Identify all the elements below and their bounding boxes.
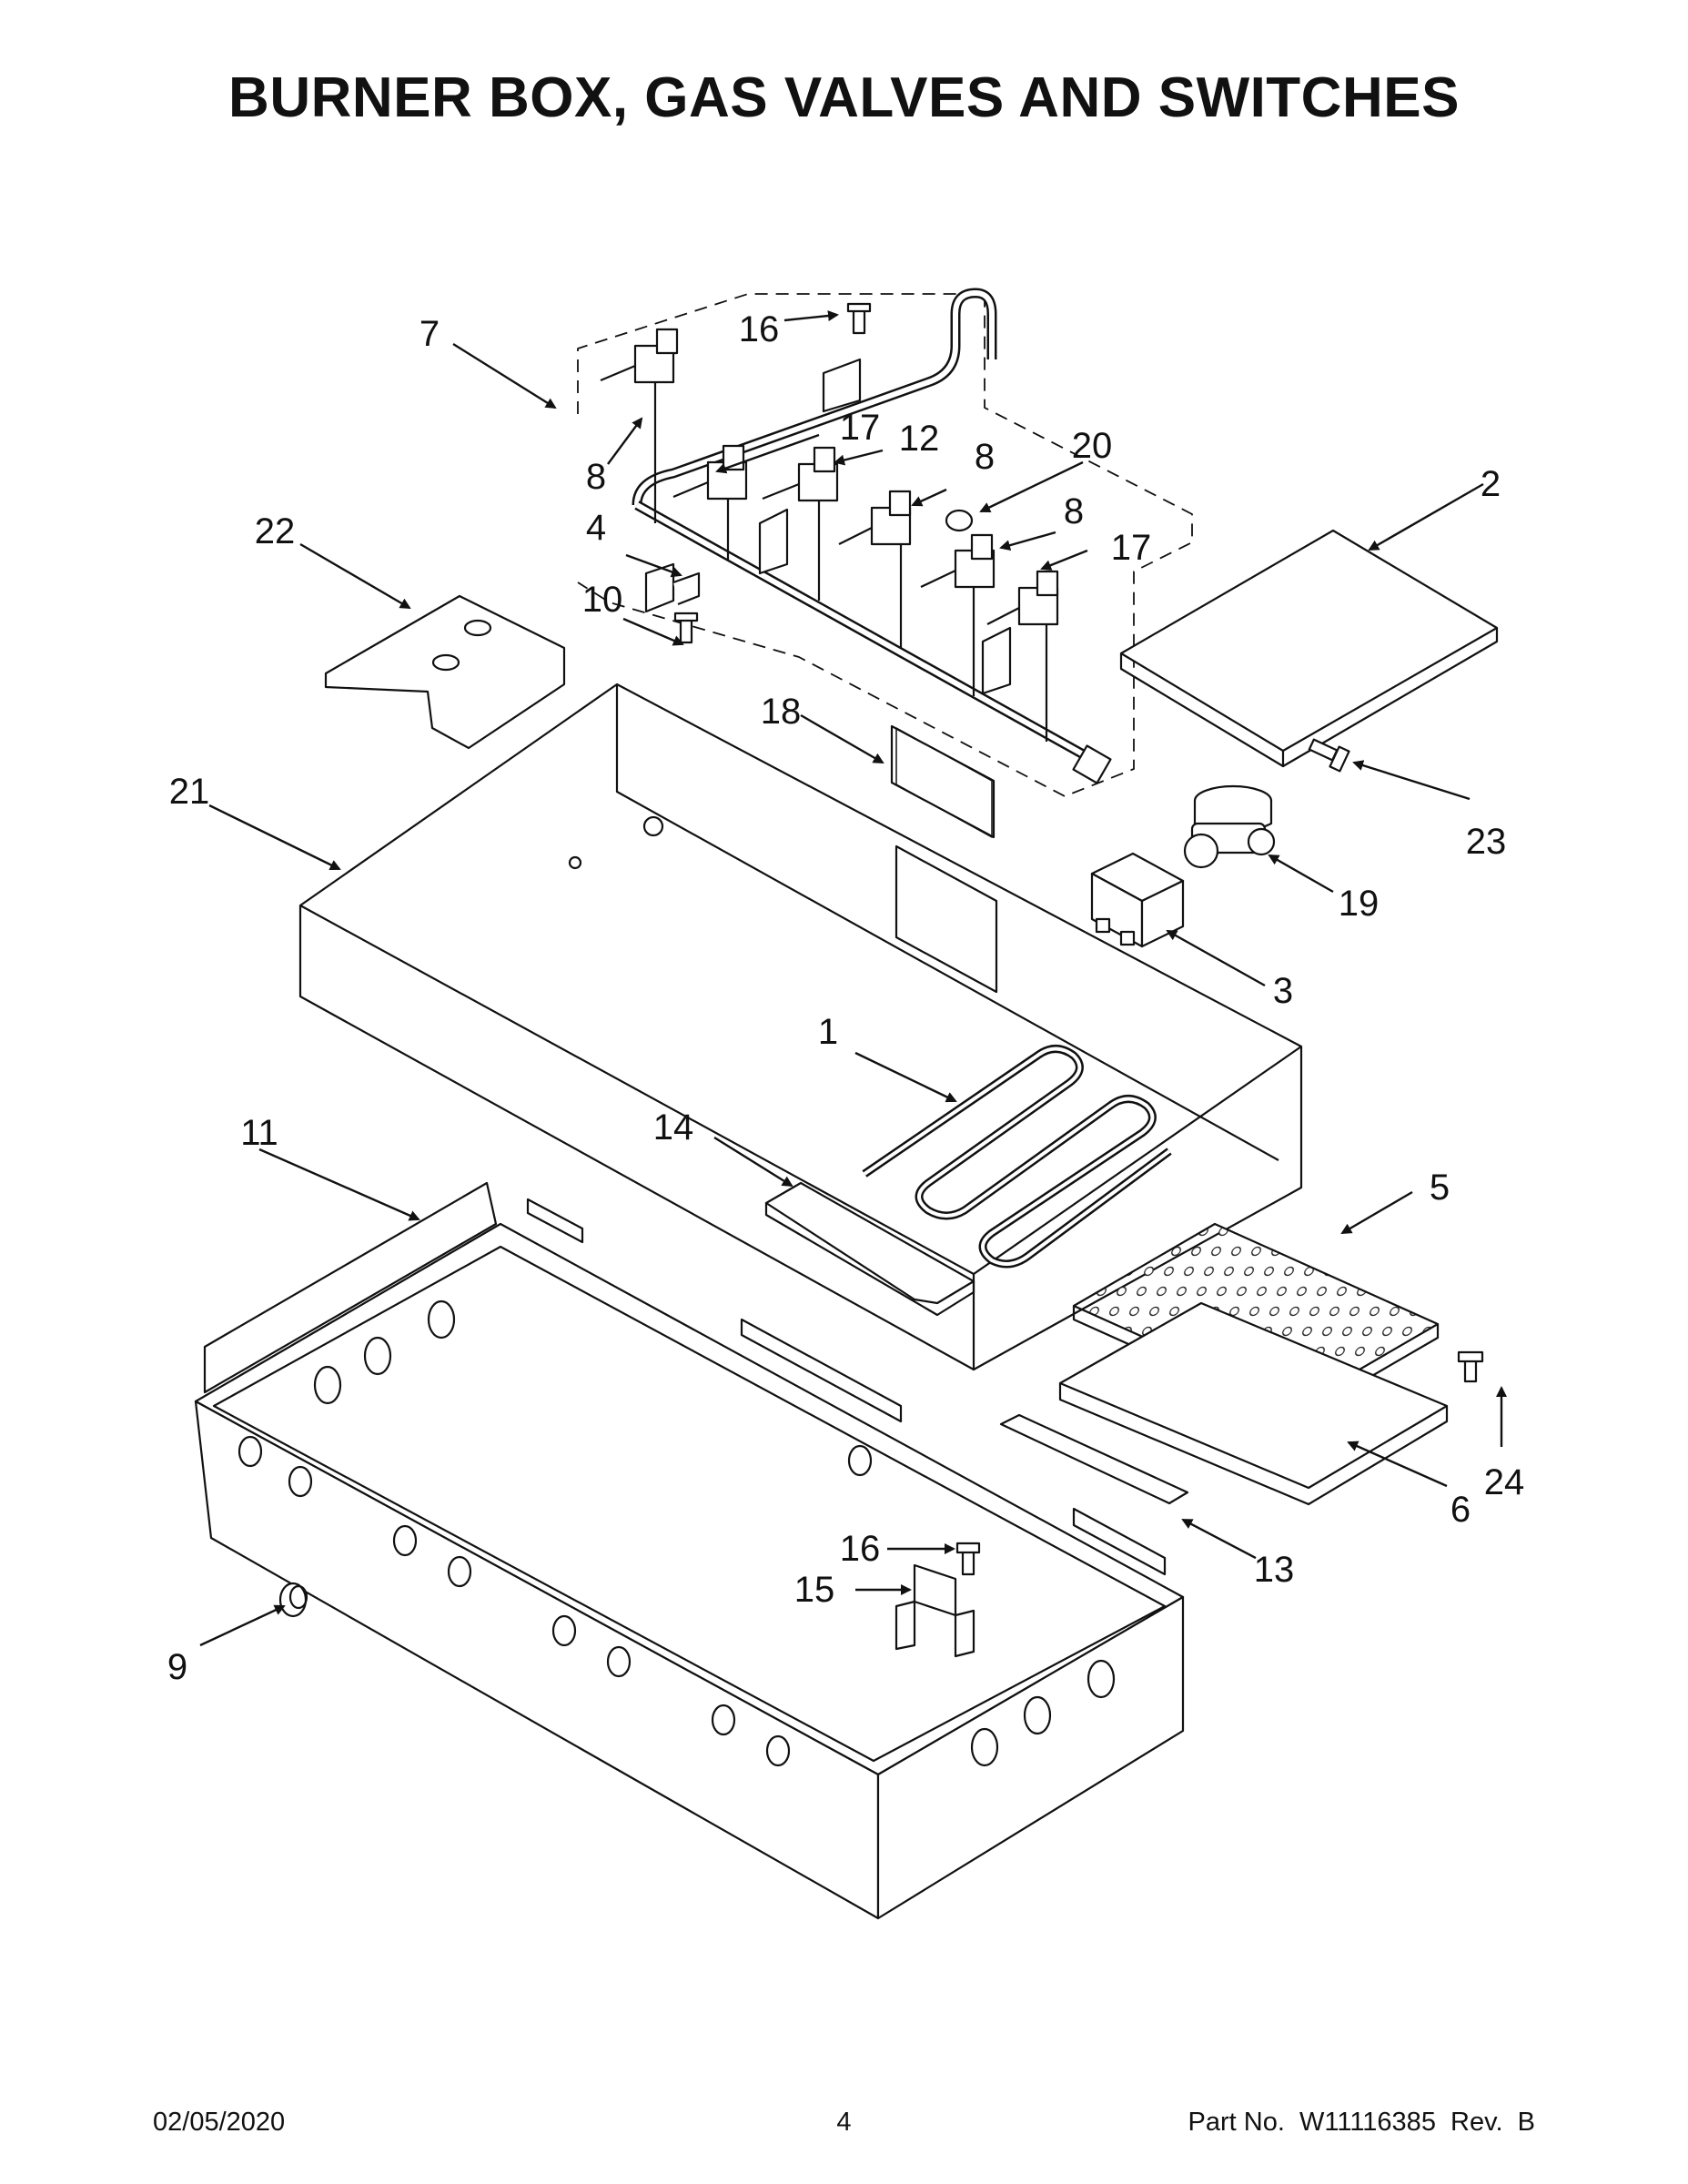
valve-bracket [981,626,1012,695]
valve-mounting-bracket [895,1563,975,1658]
gas-valve [600,328,679,523]
gas-valve [672,444,748,560]
callout-16: 16 [840,1529,881,1569]
leader-arrows [199,310,1507,1647]
screw-16-top [846,302,872,335]
mounting-strip [999,1413,1189,1505]
callout-4: 4 [586,508,606,548]
callout-8: 8 [586,457,606,497]
outer-tray [194,1181,1185,1920]
callout-13: 13 [1254,1550,1295,1590]
spark-module [895,727,993,838]
callout-22: 22 [255,511,296,551]
side-panel [1119,529,1499,753]
access-panel [890,724,996,839]
callout-9: 9 [167,1647,187,1687]
callout-19: 19 [1339,884,1380,924]
callout-1: 1 [818,1012,838,1052]
callout-23: 23 [1466,822,1507,862]
callout-14: 14 [653,1107,694,1148]
gas-valve [986,570,1059,742]
screw-23 [1308,738,1350,773]
keyhole-slot [431,653,460,672]
callout-21: 21 [169,772,210,812]
page-title: BURNER BOX, GAS VALVES AND SWITCHES [228,66,1460,129]
callout-12: 12 [899,419,940,459]
callout-11: 11 [240,1113,278,1153]
ignition-switch [1090,852,1185,948]
gas-regulator [1183,784,1276,869]
gas-valve [762,446,839,601]
orifice-spacer [945,509,974,532]
callout-3: 3 [1273,971,1293,1011]
footer-page-number: 4 [836,2108,852,2137]
screw-16-bottom [955,1542,981,1576]
callout-20: 20 [1072,426,1113,466]
callout-24: 24 [1484,1462,1525,1502]
footer-date: 02/05/2020 [153,2108,286,2137]
screw-24 [1457,1350,1484,1383]
footer-part-number: Part No. W11116385 Rev. B [1188,2108,1535,2137]
callout-8b: 8 [975,437,995,477]
callout-6: 6 [1450,1490,1471,1530]
valve-bracket [758,508,789,575]
callout-7: 7 [419,314,440,354]
callout-10: 10 [582,580,623,620]
drip-channel [764,1181,975,1305]
pressure-switch [644,562,701,613]
screw-10 [673,612,699,644]
callout-5: 5 [1430,1168,1450,1208]
callout-17: 17 [840,408,881,448]
gas-manifold-assembly [577,288,1193,797]
callout-15: 15 [794,1570,835,1610]
keyhole-slot [463,619,492,637]
callout-16b: 16 [739,309,780,349]
cover-bracket [324,594,566,750]
callout-2: 2 [1481,464,1501,504]
gas-valve [920,533,996,696]
manifold-bracket [822,358,862,413]
control-knob [278,1582,308,1618]
access-panel [895,844,998,994]
callout-17b: 17 [1111,528,1152,568]
callout-8c: 8 [1064,491,1084,531]
gas-valve [838,490,912,648]
callout-18: 18 [761,692,802,732]
callout-labels: 1 2 3 4 5 6 7 8 8 8 9 10 11 12 13 14 15 … [167,309,1524,1687]
